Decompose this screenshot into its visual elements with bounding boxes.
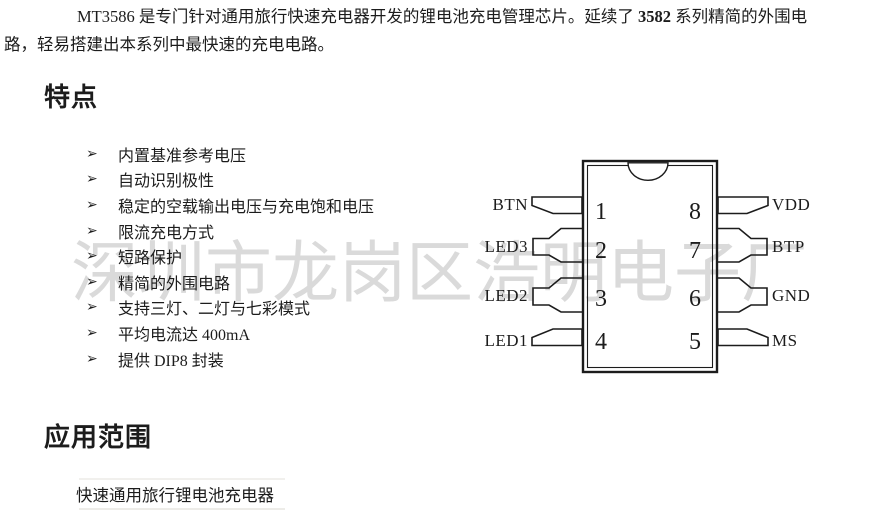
faint-rule-top <box>79 478 285 480</box>
watermark-text: 深圳市龙岗区浩明电子厂 <box>71 237 808 311</box>
features-list: ➢ 内置基准参考电压 ➢ 自动识别极性 ➢ 稳定的空载输出电压与充电饱和电压 ➢ 限流充… <box>86 141 374 371</box>
feature-text: 精简的外围电路 <box>118 275 231 293</box>
pin-number-2: 2 <box>595 238 607 264</box>
list-item: ➢ 内置基准参考电压 <box>86 141 374 167</box>
feature-text: 自动识别极性 <box>118 173 215 191</box>
bullet-arrow-icon: ➢ <box>86 196 98 213</box>
pin-lead-7 <box>716 227 768 263</box>
bullet-arrow-icon: ➢ <box>86 248 98 265</box>
pin-number-5: 5 <box>689 329 701 355</box>
bullet-arrow-icon: ➢ <box>86 273 98 290</box>
pin-lead-3 <box>532 277 584 313</box>
intro-line-1: MT3586 是专门针对通用旅行快速充电器开发的锂电池充电管理芯片。延续了 35… <box>4 3 870 31</box>
bullet-arrow-icon: ➢ <box>86 171 98 188</box>
application-item: 快速通用旅行锂电池充电器 <box>76 486 274 505</box>
pin-lead-6 <box>716 277 768 313</box>
chip-body-outline <box>581 159 719 374</box>
pin-number-4: 4 <box>595 329 607 355</box>
pin-lead-8 <box>717 196 769 215</box>
pin-lead-2 <box>532 227 584 263</box>
feature-text: 内置基准参考电压 <box>118 147 247 165</box>
pin-label-gnd: GND <box>772 286 810 305</box>
pin-lead-1 <box>531 196 583 215</box>
pin-label-led2: LED2 <box>484 286 528 305</box>
feature-text: 提供 DIP8 封装 <box>118 352 224 370</box>
pin-label-btp: BTP <box>772 237 805 256</box>
intro-paragraph: MT3586 是专门针对通用旅行快速充电器开发的锂电池充电管理芯片。延续了 35… <box>4 3 870 59</box>
list-item: ➢ 自动识别极性 <box>86 167 374 193</box>
pin-number-7: 7 <box>689 238 701 264</box>
list-item: ➢ 短路保护 <box>86 243 374 269</box>
list-item: ➢ 精简的外围电路 <box>86 269 374 295</box>
bullet-arrow-icon: ➢ <box>86 324 98 341</box>
list-item: ➢ 支持三灯、二灯与七彩模式 <box>86 295 374 321</box>
pin-lead-5 <box>717 328 769 347</box>
feature-text: 稳定的空载输出电压与充电饱和电压 <box>118 198 375 216</box>
chip-notch <box>627 162 669 181</box>
intro-line-1-pre: MT3586 是专门针对通用旅行快速充电器开发的锂电池充电管理芯片。延续了 <box>77 7 638 26</box>
pin-number-1: 1 <box>595 199 607 225</box>
list-item: ➢ 提供 DIP8 封装 <box>86 346 374 372</box>
faint-rule-bottom <box>79 508 285 510</box>
feature-text: 平均电流达 400mA <box>118 326 251 344</box>
series-number-bold: 3582 <box>638 7 671 26</box>
list-item: ➢ 稳定的空载输出电压与充电饱和电压 <box>86 192 374 218</box>
bullet-arrow-icon: ➢ <box>86 299 98 316</box>
pin-number-6: 6 <box>689 286 701 312</box>
pin-label-vdd: VDD <box>772 195 810 214</box>
pin-label-led3: LED3 <box>484 237 528 256</box>
feature-text: 支持三灯、二灯与七彩模式 <box>118 301 311 319</box>
applications-heading: 应用范围 <box>44 422 153 452</box>
features-heading: 特点 <box>44 82 99 112</box>
pin-number-8: 8 <box>689 199 701 225</box>
pin-label-led1: LED1 <box>484 331 528 350</box>
bullet-arrow-icon: ➢ <box>86 222 98 239</box>
feature-text: 限流充电方式 <box>118 224 215 242</box>
pin-label-ms: MS <box>772 331 798 350</box>
list-item: ➢ 限流充电方式 <box>86 218 374 244</box>
pin-number-3: 3 <box>595 286 607 312</box>
bullet-arrow-icon: ➢ <box>86 350 98 367</box>
list-item: ➢ 平均电流达 400mA <box>86 320 374 346</box>
pin-lead-4 <box>531 328 583 347</box>
intro-line-1-post: 系列精简的外围电 <box>671 7 808 26</box>
intro-line-2: 路，轻易搭建出本系列中最快速的充电电路。 <box>4 35 334 54</box>
feature-text: 短路保护 <box>118 250 183 268</box>
bullet-arrow-icon: ➢ <box>86 145 98 162</box>
pin-label-btn: BTN <box>493 195 529 214</box>
